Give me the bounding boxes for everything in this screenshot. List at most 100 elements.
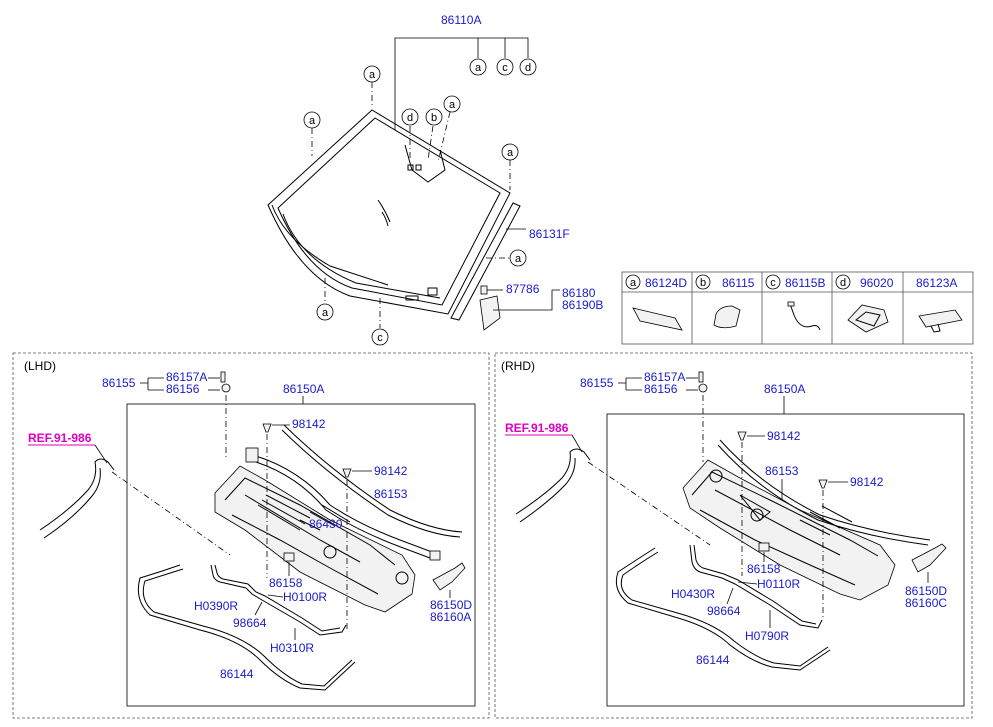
lhd-part-86153[interactable]: 86153 xyxy=(374,487,408,501)
rhd-part-86158[interactable]: 86158 xyxy=(747,562,781,576)
rhd-tube-upper[interactable] xyxy=(689,544,823,629)
rhd-part-86155[interactable]: 86155 xyxy=(580,376,614,390)
rhd-part-86160C[interactable]: 86160C xyxy=(905,596,947,610)
molding-strip[interactable] xyxy=(450,202,521,321)
callout-d: d xyxy=(525,62,531,74)
rhd-part-86157A[interactable]: 86157A xyxy=(644,370,685,384)
rhd-part-98142-lower[interactable]: 98142 xyxy=(850,475,884,489)
rhd-strip-86153[interactable] xyxy=(719,439,931,541)
lhd-ref-link[interactable]: REF.91-986 xyxy=(28,431,92,445)
callout-b: b xyxy=(431,112,437,124)
lhd-part-98142-lower[interactable]: 98142 xyxy=(374,464,408,478)
callout-a: a xyxy=(322,307,329,319)
rhd-clip-98142-lower[interactable] xyxy=(818,479,828,489)
lhd-part-86150D[interactable]: 86150D xyxy=(430,598,472,612)
legend-letter-b: b xyxy=(700,277,706,289)
lhd-part-86430[interactable]: 86430 xyxy=(309,517,343,531)
callout-a: a xyxy=(369,69,376,81)
label-patch xyxy=(405,295,419,301)
lhd-part-86144[interactable]: 86144 xyxy=(220,667,254,681)
lhd-part-86150A[interactable]: 86150A xyxy=(283,382,324,396)
rhd-tube-86144[interactable] xyxy=(615,547,831,671)
lhd-part-H0310R[interactable]: H0310R xyxy=(270,641,314,655)
rhd-part-86153[interactable]: 86153 xyxy=(765,464,799,478)
windshield-lower-edge xyxy=(271,204,389,286)
rhd-part-98664[interactable]: 98664 xyxy=(707,604,741,618)
lhd-part-86155[interactable]: 86155 xyxy=(102,376,136,390)
legend-table: a 86124D b 86115 c 86115B d 96020 86123A xyxy=(621,271,974,345)
lhd-clip-98142-upper[interactable] xyxy=(262,423,272,433)
glass-reflection xyxy=(377,199,391,227)
lhd-part-86158[interactable]: 86158 xyxy=(269,576,303,590)
rhd-ref-dash xyxy=(587,461,711,546)
callout-a: a xyxy=(507,147,514,159)
rhd-title: (RHD) xyxy=(501,359,535,373)
callout-c: c xyxy=(377,332,383,344)
legend-part-c[interactable]: 86115B xyxy=(785,276,825,290)
lhd-strip-86153[interactable] xyxy=(283,424,463,533)
lhd-nozzle-bolt xyxy=(220,371,226,383)
rhd-inner-box xyxy=(606,413,965,707)
rhd-part-86150A[interactable]: 86150A xyxy=(764,382,805,396)
rhd-ref-link[interactable]: REF.91-986 xyxy=(505,421,569,435)
rhd-part-86144[interactable]: 86144 xyxy=(696,653,730,667)
legend-image-c-plug xyxy=(787,301,795,307)
part-86110A[interactable]: 86110A xyxy=(441,13,481,27)
callout-c: c xyxy=(502,62,508,74)
rhd-pad-86158[interactable] xyxy=(758,542,770,552)
rhd-side-86150D[interactable] xyxy=(911,543,947,573)
windshield-leaders xyxy=(311,37,560,328)
rhd-part-H0430R[interactable]: H0430R xyxy=(671,587,715,601)
legend-image-c xyxy=(789,303,821,331)
lhd-ref-dash xyxy=(111,471,231,556)
callout-circle xyxy=(469,58,487,76)
side-trim[interactable] xyxy=(479,295,501,331)
lhd-hose-end xyxy=(429,550,441,561)
lhd-clip-98142-lower[interactable] xyxy=(342,468,352,478)
legend-part-a[interactable]: 86124D xyxy=(645,276,687,290)
windshield-glass[interactable] xyxy=(267,109,511,315)
lhd-ref-hose xyxy=(39,458,115,531)
lhd-part-H0100R[interactable]: H0100R xyxy=(283,590,327,604)
rhd-part-86156[interactable]: 86156 xyxy=(644,382,678,396)
lhd-part-86157A[interactable]: 86157A xyxy=(166,370,207,384)
lhd-panel xyxy=(12,352,490,719)
callout-a: a xyxy=(515,253,522,265)
callout-a: a xyxy=(449,99,456,111)
part-86131F[interactable]: 86131F xyxy=(529,227,570,241)
part-86180[interactable]: 86180 xyxy=(562,286,596,300)
rhd-part-H0790R[interactable]: H0790R xyxy=(745,629,789,643)
rhd-part-H0110R[interactable]: H0110R xyxy=(757,577,800,591)
windshield-inner-edge xyxy=(277,117,501,306)
lhd-hose-86430[interactable] xyxy=(255,455,433,553)
lhd-inner-box xyxy=(126,403,476,707)
legend-letter-a: a xyxy=(630,277,637,289)
part-86190B[interactable]: 86190B xyxy=(562,298,603,312)
lhd-tube-upper[interactable] xyxy=(210,564,347,636)
sensor-b xyxy=(415,164,422,171)
legend-part-e[interactable]: 86123A xyxy=(916,276,957,290)
legend-part-b[interactable]: 86115 xyxy=(722,276,755,290)
rhd-part-86150D[interactable]: 86150D xyxy=(905,584,947,598)
part-87786[interactable]: 87786 xyxy=(506,282,540,296)
rhd-part-98142-upper[interactable]: 98142 xyxy=(767,429,801,443)
lhd-part-98664[interactable]: 98664 xyxy=(233,616,267,630)
windshield-assembly xyxy=(267,109,521,331)
lhd-side-86150D[interactable] xyxy=(432,562,466,591)
lhd-pad-86158[interactable] xyxy=(283,552,295,562)
lhd-tube-86144[interactable] xyxy=(137,564,356,691)
legend-image-e-tab xyxy=(930,323,941,333)
lhd-ref-hose-inner xyxy=(43,467,101,539)
legend-part-d[interactable]: 96020 xyxy=(860,276,894,290)
lhd-part-H0390R[interactable]: H0390R xyxy=(194,599,238,613)
legend-image-d xyxy=(847,304,889,333)
rhd-panel xyxy=(494,352,973,719)
legend-letter-c: c xyxy=(770,277,776,289)
clip-87786[interactable] xyxy=(480,285,488,295)
rhd-clip-98142-upper[interactable] xyxy=(737,431,747,441)
lhd-part-98142-upper[interactable]: 98142 xyxy=(292,417,326,431)
lhd-part-86160A[interactable]: 86160A xyxy=(430,610,471,624)
lhd-part-86156[interactable]: 86156 xyxy=(166,382,200,396)
